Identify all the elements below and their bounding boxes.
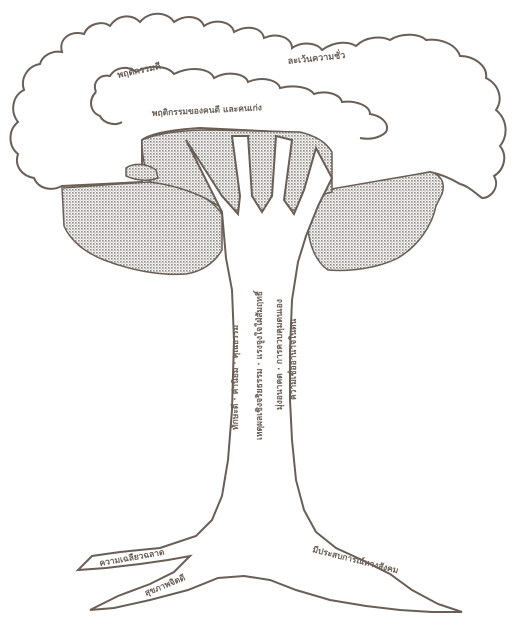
foliage-mass-left	[62, 182, 222, 274]
trunk-label-line-1: ทักษะดี · ค่านิยม · คุณธรรม	[230, 325, 241, 430]
trunk-label-line-3: มุ่งอนาคต · การควบคุมตนเอง	[274, 299, 285, 410]
